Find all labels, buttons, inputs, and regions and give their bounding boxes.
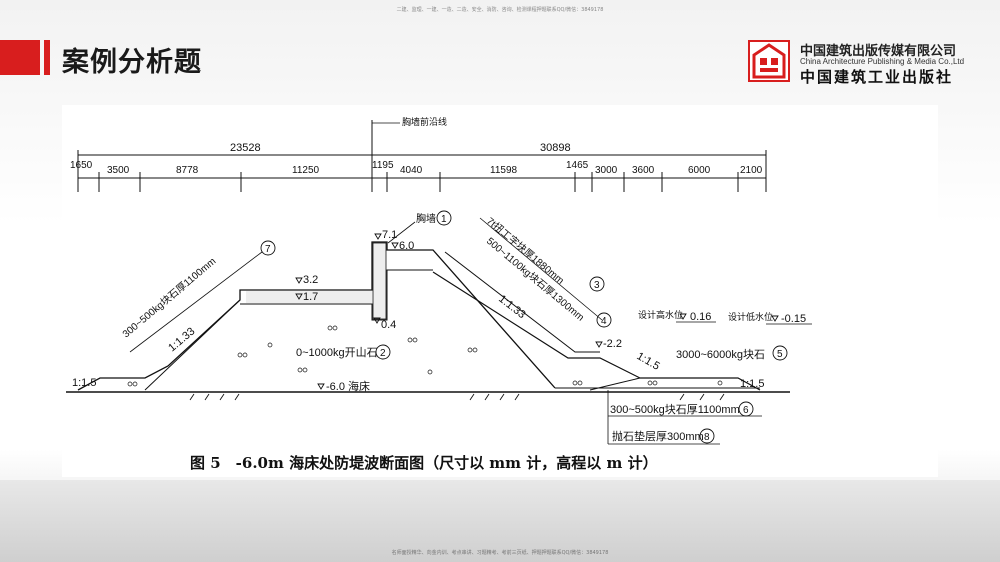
label-num-6: 6	[743, 405, 749, 416]
dim-1465: 1465	[566, 160, 589, 171]
publisher-name-en: China Architecture Publishing & Media Co…	[800, 57, 965, 66]
publisher-name-brand: 中国建筑工业出版社	[800, 68, 954, 86]
dim-11250: 11250	[292, 165, 320, 176]
publisher-name-cn: 中国建筑出版传媒有限公司	[800, 44, 957, 59]
label-num-7: 7	[265, 244, 271, 255]
figure-panel: 23528 30898 胸墙前沿线 1650 3500 8778 11250 1…	[62, 105, 938, 477]
high-water-value: 0.16	[690, 311, 711, 323]
slope-seaward: 1:1.33	[166, 325, 197, 354]
elev-3-2: 3.2	[303, 274, 318, 286]
floor-background	[0, 480, 1000, 562]
label-layer-7: 300~500kg块石厚1100mm	[120, 255, 218, 340]
title-accent-bar	[0, 40, 40, 75]
label-num-4: 4	[601, 316, 607, 327]
label-layer-8: 抛石垫层厚300mm	[612, 429, 704, 443]
dim-4040: 4040	[400, 165, 423, 176]
slope-harbour: 1:1.33	[496, 293, 527, 321]
dim-1195: 1195	[372, 160, 394, 171]
elev-6-0: 6.0	[399, 240, 414, 252]
dim-8778: 8778	[176, 165, 199, 176]
elev-7-1: 7.1	[382, 229, 397, 241]
label-core: 0~1000kg开山石	[296, 346, 378, 359]
dim-3000: 3000	[595, 165, 618, 176]
figure-caption: 图 5 -6.0m 海床处防堤波断面图（尺寸以 mm 计，高程以 m 计）	[190, 454, 658, 472]
dim-2100: 2100	[740, 165, 763, 176]
dim-11598: 11598	[490, 165, 518, 176]
label-num-1: 1	[441, 214, 447, 225]
crown-wall-fill	[246, 291, 372, 303]
publisher-logo-icon	[748, 40, 790, 82]
breakwater-outline	[77, 241, 556, 391]
armour-block-layer	[444, 251, 600, 353]
toe-slope	[589, 377, 641, 391]
label-crown-wall: 胸墙	[416, 212, 436, 225]
label-num-2: 2	[380, 348, 386, 359]
dim-6000: 6000	[688, 165, 711, 176]
label-num-5: 5	[777, 349, 783, 360]
elevation-markers	[295, 233, 779, 390]
armour-layer-left	[144, 299, 241, 391]
high-water-label: 设计高水位	[638, 309, 683, 320]
dim-left-total: 23528	[230, 142, 261, 154]
elev-0-4: 0.4	[381, 319, 396, 331]
slide-title: 案例分析题	[62, 47, 202, 78]
top-note: 二建、监理、一建、一造、二造、安全、消防、咨询、检测课程押题联系QQ/微信：38…	[396, 7, 604, 13]
slope-berm: 1:1.5	[635, 350, 662, 373]
low-water-value: -0.15	[781, 313, 806, 325]
dim-1650: 1650	[70, 160, 93, 171]
label-layer-6: 300~500kg块石厚1100mm	[610, 403, 740, 416]
armour-layer-right	[432, 271, 761, 391]
core-top	[240, 269, 433, 321]
elev-1-7: 1.7	[303, 291, 318, 303]
elev-minus-2-2: -2.2	[603, 338, 622, 350]
low-water-label: 设计低水位	[728, 311, 773, 322]
seabed-elev: -6.0 海床	[326, 379, 370, 393]
title-accent-stripe	[44, 40, 50, 75]
label-num-8: 8	[704, 432, 710, 443]
footer-note: 名师面授精华、向金内训、考点串讲、习题精考、考前三页纸、押题押题联系QQ/微信：…	[391, 550, 609, 556]
dim-3500: 3500	[107, 165, 130, 176]
rock-symbols	[127, 325, 723, 387]
dimension-lines	[77, 120, 767, 192]
dim-3600: 3600	[632, 165, 655, 176]
slope-left-toe: 1:1.5	[72, 377, 96, 389]
seabed-hatch	[189, 393, 725, 401]
slope-right-toe: 1:1.5	[740, 378, 764, 390]
label-layer-5: 3000~6000kg块石	[676, 348, 765, 361]
dim-right-total: 30898	[540, 142, 571, 154]
wall-front-line-label: 胸墙前沿线	[402, 116, 447, 127]
breakwater-section-diagram: 23528 30898 胸墙前沿线 1650 3500 8778 11250 1…	[66, 116, 812, 445]
label-layer-4: 500~1100kg块石厚1300mm	[484, 235, 586, 324]
crown-wall-stem	[372, 242, 387, 320]
label-num-3: 3	[594, 280, 600, 291]
